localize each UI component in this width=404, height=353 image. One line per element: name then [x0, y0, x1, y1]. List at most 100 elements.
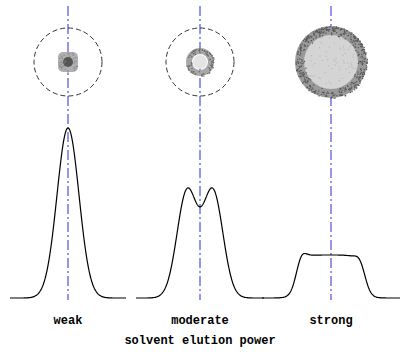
- speckle-dot: [348, 35, 349, 36]
- speckle-dot: [299, 66, 300, 67]
- speckle-dot: [367, 62, 368, 63]
- speckle-dot: [340, 94, 341, 95]
- speckle-dot: [358, 47, 359, 48]
- speckle-dot: [339, 69, 340, 70]
- speckle-dot: [299, 71, 300, 72]
- speckle-dot: [354, 41, 355, 42]
- speckle-dot: [191, 53, 192, 54]
- speckle-dot: [202, 73, 203, 74]
- speckle-dot: [363, 53, 364, 54]
- speckle-dot: [352, 82, 353, 83]
- speckle-dot: [354, 36, 355, 37]
- speckle-dot: [364, 72, 365, 73]
- speckle-dot: [361, 70, 362, 71]
- speckle-dot: [340, 39, 341, 40]
- speckle-dot: [360, 83, 361, 84]
- speckle-dot: [195, 52, 196, 53]
- speckle-dot: [342, 78, 343, 79]
- speckle-dot: [360, 73, 361, 74]
- speckle-dot: [211, 56, 212, 57]
- speckle-dot: [316, 35, 317, 36]
- spot-center: [193, 55, 207, 69]
- speckle-dot: [300, 51, 301, 52]
- speckle-dot: [364, 47, 365, 48]
- speckle-dot: [329, 29, 330, 30]
- speckle-dot: [212, 62, 213, 63]
- speckle-dot: [194, 74, 195, 75]
- speckle-dot: [350, 88, 351, 89]
- speckle-dot: [362, 78, 363, 79]
- speckle-dot: [318, 32, 319, 33]
- speckle-dot: [363, 49, 364, 50]
- speckle-dot: [357, 40, 358, 41]
- speckle-dot: [344, 63, 345, 64]
- speckle-dot: [327, 92, 328, 93]
- speckle-dot: [345, 89, 346, 90]
- speckle-dot: [212, 67, 213, 68]
- speckle-dot: [315, 31, 316, 32]
- speckle-dot: [347, 62, 348, 63]
- speckle-dot: [306, 38, 307, 39]
- speckle-dot: [319, 36, 320, 37]
- speckle-dot: [353, 36, 354, 37]
- speckle-dot: [341, 34, 342, 35]
- speckle-dot: [362, 44, 363, 45]
- speckle-dot: [353, 45, 354, 46]
- speckle-dot: [201, 74, 202, 75]
- speckle-dot: [344, 32, 345, 33]
- speckle-dot: [326, 30, 327, 31]
- speckle-dot: [339, 80, 340, 81]
- speckle-dot: [355, 47, 356, 48]
- speckle-dot: [362, 63, 363, 64]
- speckle-dot: [313, 91, 314, 92]
- speckle-dot: [312, 65, 313, 66]
- speckle-dot: [303, 50, 304, 51]
- speckle-dot: [362, 64, 363, 65]
- speckle-dot: [320, 55, 321, 56]
- speckle-dot: [342, 94, 343, 95]
- speckle-dot: [206, 54, 207, 55]
- speckle-dot: [332, 92, 333, 93]
- speckle-dot: [351, 87, 352, 88]
- speckle-dot: [59, 58, 60, 59]
- speckle-dot: [328, 65, 329, 66]
- speckle-dot: [355, 82, 356, 83]
- speckle-dot: [341, 92, 342, 93]
- speckle-dot: [362, 57, 363, 58]
- speckle-dot: [76, 66, 77, 67]
- speckle-dot: [364, 73, 365, 74]
- speckle-dot: [346, 30, 347, 31]
- speckle-dot: [365, 58, 366, 59]
- speckle-dot: [360, 61, 361, 62]
- speckle-dot: [62, 62, 63, 63]
- speckle-dot: [333, 31, 334, 32]
- speckle-dot: [367, 59, 368, 60]
- speckle-dot: [304, 81, 305, 82]
- speckle-dot: [355, 40, 356, 41]
- speckle-dot: [357, 72, 358, 73]
- speckle-dot: [199, 71, 200, 72]
- speckle-dot: [196, 49, 197, 50]
- speckle-dot: [339, 95, 340, 96]
- speckle-dot: [305, 68, 306, 69]
- speckle-dot: [360, 81, 361, 82]
- speckle-dot: [323, 32, 324, 33]
- speckle-dot: [328, 30, 329, 31]
- speckle-dot: [343, 61, 344, 62]
- speckle-dot: [358, 55, 359, 56]
- speckle-dot: [213, 62, 214, 63]
- speckle-dot: [193, 51, 194, 52]
- speckle-dot: [340, 29, 341, 30]
- speckle-dot: [354, 76, 355, 77]
- speckle-dot: [346, 69, 347, 70]
- speckle-dot: [350, 34, 351, 35]
- elution-peak: [262, 254, 400, 299]
- speckle-dot: [340, 94, 341, 95]
- speckle-dot: [300, 50, 301, 51]
- speckle-dot: [339, 89, 340, 90]
- speckle-dot: [362, 46, 363, 47]
- speckle-dot: [309, 79, 310, 80]
- speckle-dot: [309, 88, 310, 89]
- speckle-dot: [351, 66, 352, 67]
